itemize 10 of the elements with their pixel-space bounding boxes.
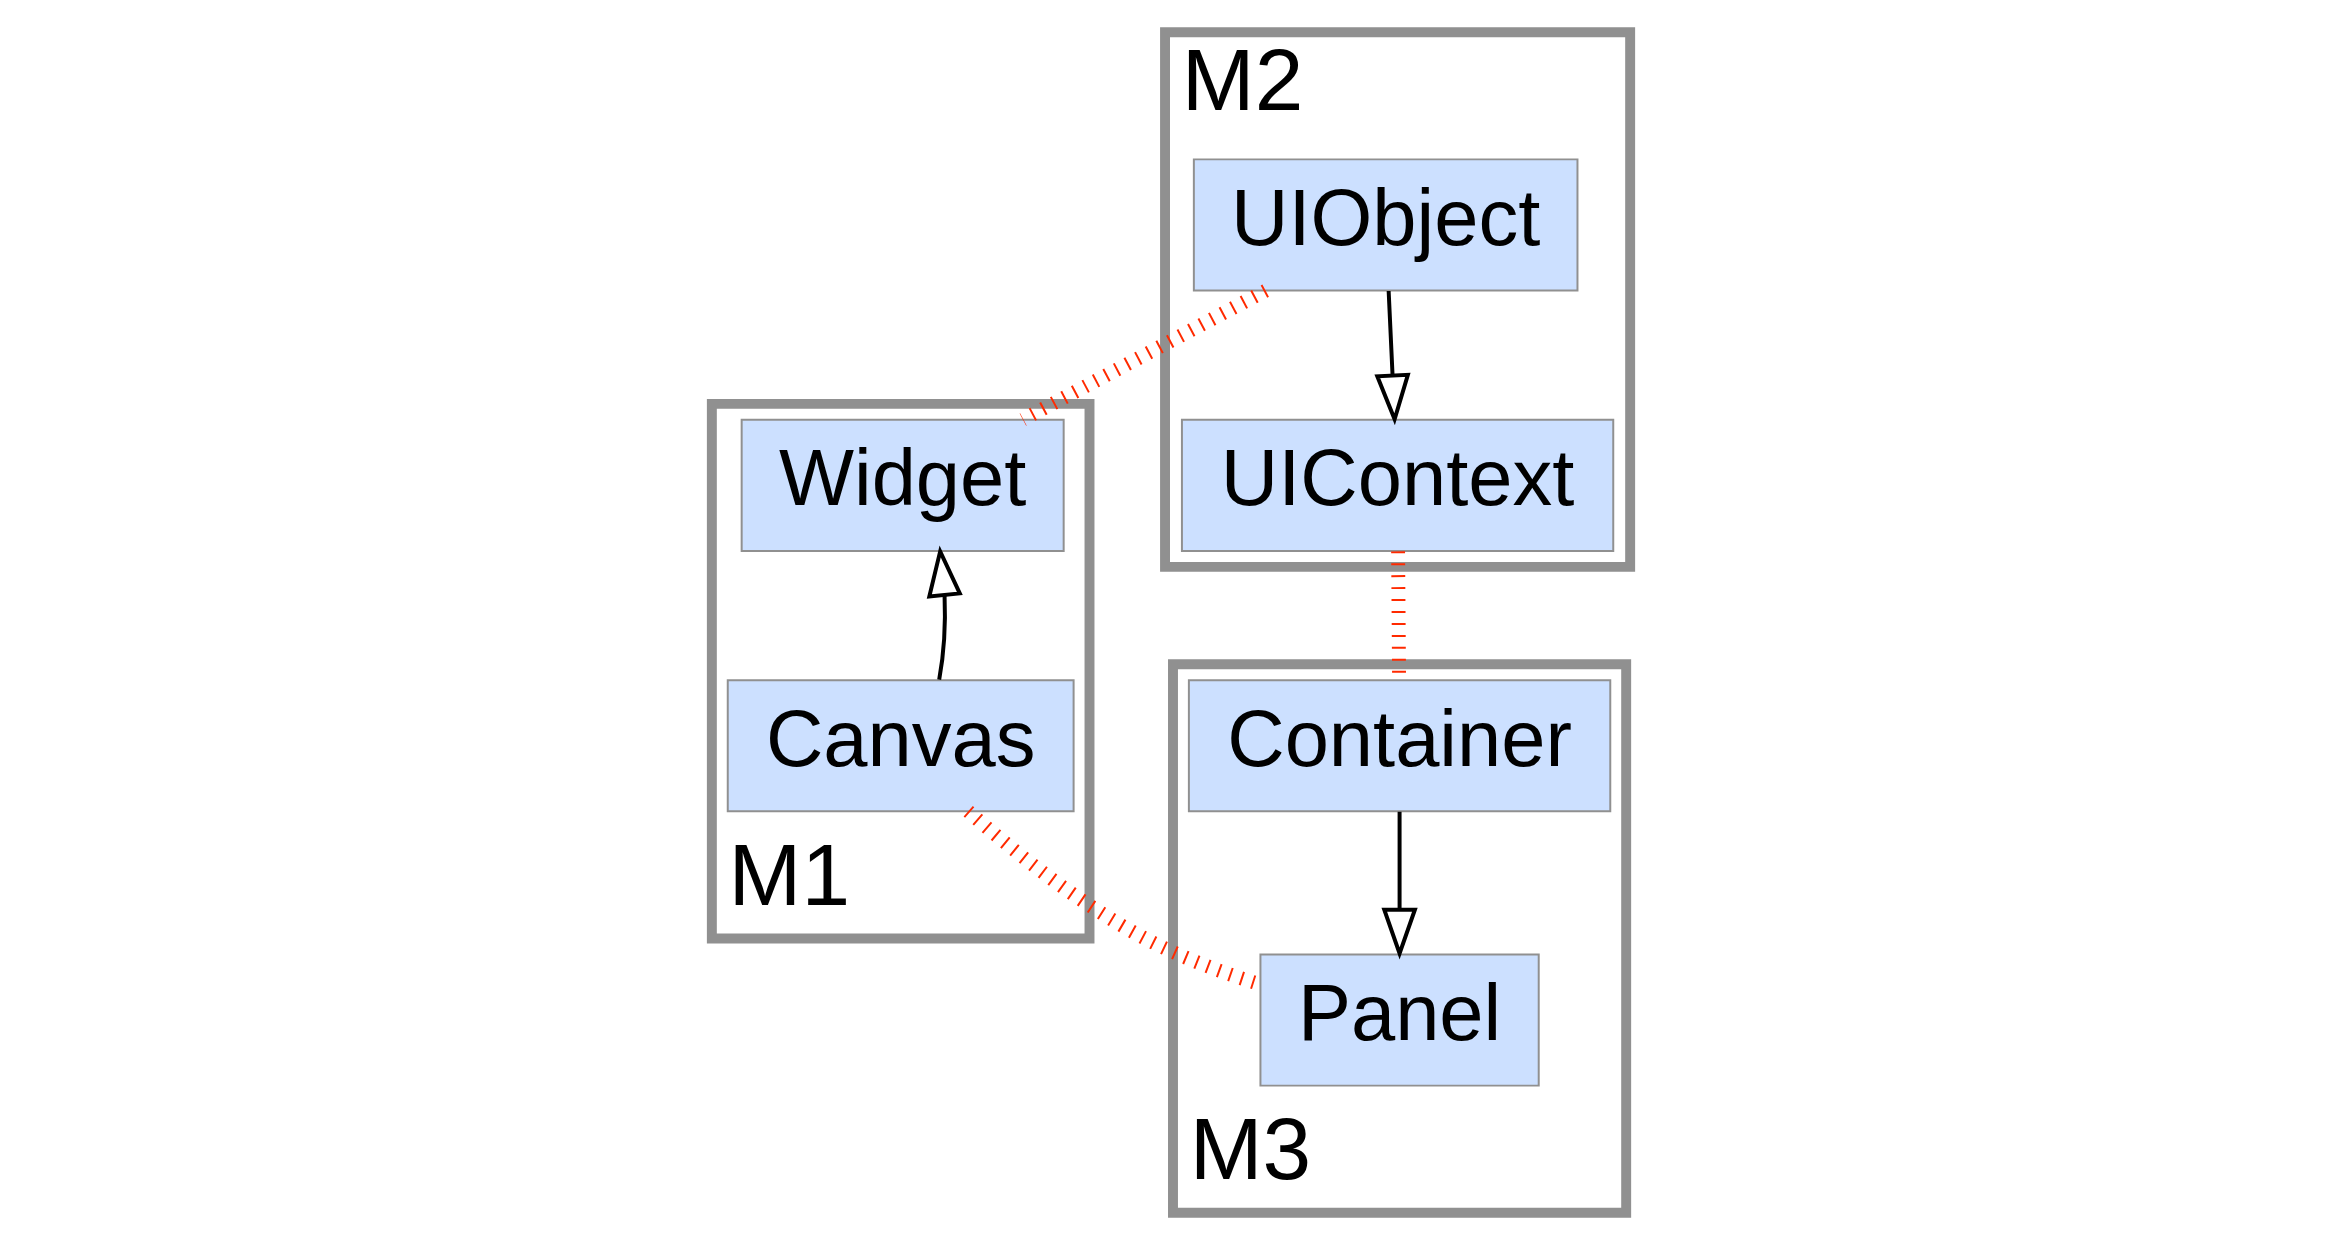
- arrow: [1380, 811, 1418, 960]
- arrow: [1373, 290, 1411, 426]
- node-box: Canvas: [726, 679, 1075, 813]
- node-box: Container: [1187, 679, 1611, 813]
- node-box: UIObject: [1192, 158, 1578, 292]
- node-box: UIContext: [1180, 418, 1614, 552]
- arrow: [926, 545, 963, 680]
- connector: [1019, 284, 1269, 426]
- node-box: Panel: [1258, 953, 1540, 1087]
- node-box: Widget: [740, 418, 1065, 552]
